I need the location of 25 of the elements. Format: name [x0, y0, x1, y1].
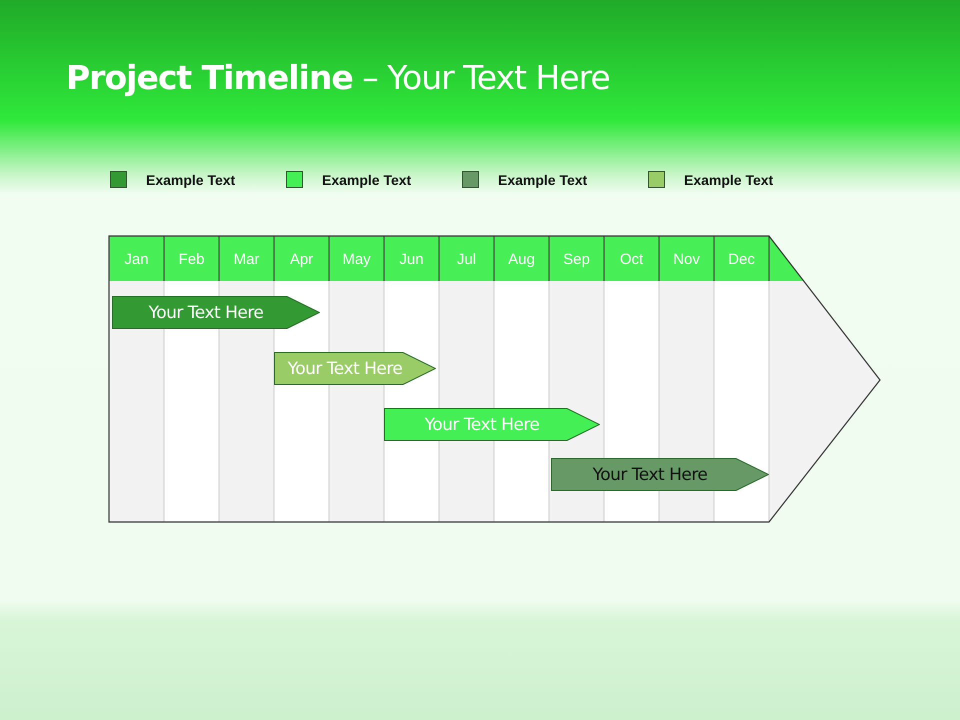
month-label: Feb — [178, 251, 206, 268]
month-label: Sep — [562, 251, 591, 268]
legend-label: Example Text — [322, 172, 412, 188]
month-label: Jun — [398, 251, 425, 268]
month-label: Dec — [727, 251, 756, 268]
task-label: Your Text Here — [286, 359, 404, 379]
month-label: May — [341, 251, 372, 268]
month-label: Aug — [507, 251, 536, 268]
month-label: Apr — [288, 251, 314, 268]
legend-label: Example Text — [146, 172, 236, 188]
legend-label: Example Text — [684, 172, 774, 188]
month-label: Jul — [456, 251, 478, 268]
gantt-task-bar — [112, 296, 320, 329]
title: Project Timeline – Your Text Here — [66, 58, 610, 97]
task-label: Your Text Here — [148, 303, 264, 323]
month-label: Oct — [618, 251, 644, 268]
gantt-task-bar — [384, 408, 600, 441]
gantt-task-bar — [274, 352, 436, 385]
task-label: Your Text Here — [592, 465, 708, 485]
gantt-task-bar — [551, 458, 769, 491]
legend-label: Example Text — [498, 172, 588, 188]
month-label: Mar — [232, 251, 260, 268]
month-label: Nov — [672, 251, 701, 268]
month-label: Jan — [123, 251, 150, 268]
task-label: Your Text Here — [424, 415, 540, 435]
